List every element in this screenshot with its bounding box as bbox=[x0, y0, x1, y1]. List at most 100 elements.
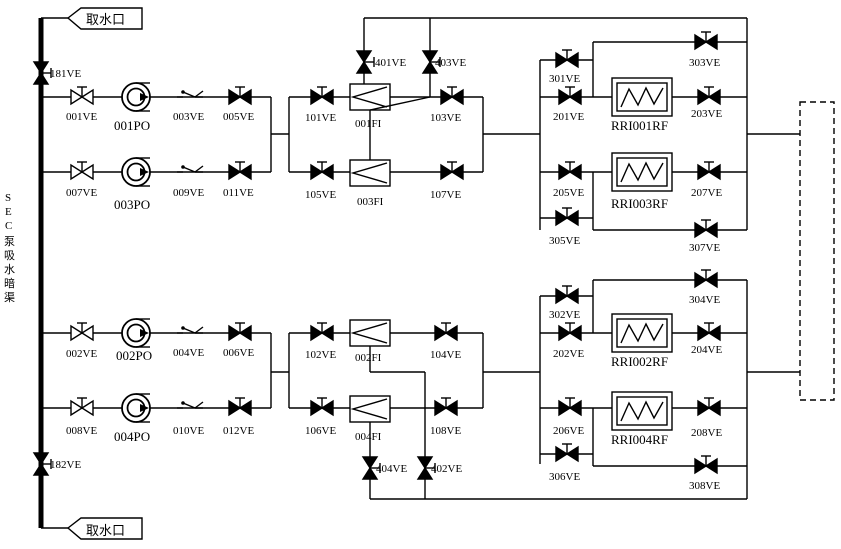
valve-103ve-label: 103VE bbox=[430, 112, 461, 124]
valve-304ve-label: 304VE bbox=[689, 294, 720, 306]
valve-307ve[interactable] bbox=[694, 219, 718, 238]
valve-203ve-label: 203VE bbox=[691, 108, 722, 120]
valve-301ve[interactable] bbox=[555, 49, 579, 68]
pump-001po-label: 001PO bbox=[114, 118, 150, 133]
intake-top-shape bbox=[66, 7, 143, 30]
valve-208ve-label: 208VE bbox=[691, 427, 722, 439]
discharge-box bbox=[799, 101, 835, 401]
valve-102ve[interactable] bbox=[310, 322, 334, 341]
pump-003po-label: 003PO bbox=[114, 197, 150, 212]
pump-003po[interactable] bbox=[121, 157, 151, 187]
valve-012ve[interactable] bbox=[228, 397, 252, 416]
valve-305ve-label: 305VE bbox=[549, 235, 580, 247]
valve-008ve[interactable] bbox=[70, 397, 94, 416]
valve-303ve-label: 303VE bbox=[689, 57, 720, 69]
pump-004po[interactable] bbox=[121, 393, 151, 423]
valve-203ve[interactable] bbox=[697, 86, 721, 105]
valve-104ve-label: 104VE bbox=[430, 349, 461, 361]
valve-001ve[interactable] bbox=[70, 86, 94, 105]
valve-208ve[interactable] bbox=[697, 397, 721, 416]
valve-107ve[interactable] bbox=[440, 161, 464, 180]
valve-181ve[interactable] bbox=[33, 61, 52, 85]
valve-105ve-label: 105VE bbox=[305, 189, 336, 201]
check-valve-010ve bbox=[176, 400, 204, 409]
valve-105ve[interactable] bbox=[310, 161, 334, 180]
heat-exchanger-rri001rf bbox=[611, 77, 673, 117]
svg-text:泵: 泵 bbox=[4, 235, 15, 248]
heat-exchanger-rri004rf-label: RRI004RF bbox=[611, 432, 668, 447]
valve-004ve-label: 004VE bbox=[173, 347, 204, 359]
valve-108ve[interactable] bbox=[434, 397, 458, 416]
valve-202ve[interactable] bbox=[558, 322, 582, 341]
filter-003fi bbox=[349, 159, 391, 187]
valve-002ve-label: 002VE bbox=[66, 348, 97, 360]
valve-006ve[interactable] bbox=[228, 322, 252, 341]
heat-exchanger-rri002rf bbox=[611, 313, 673, 353]
pump-001po[interactable] bbox=[121, 82, 151, 112]
svg-text:E: E bbox=[5, 206, 12, 218]
valve-008ve-label: 008VE bbox=[66, 425, 97, 437]
valve-108ve-label: 108VE bbox=[430, 425, 461, 437]
valve-303ve[interactable] bbox=[694, 31, 718, 50]
valve-204ve[interactable] bbox=[697, 322, 721, 341]
pump-002po-label: 002PO bbox=[116, 348, 152, 363]
valve-101ve-label: 101VE bbox=[305, 112, 336, 124]
valve-002ve[interactable] bbox=[70, 322, 94, 341]
svg-text:水: 水 bbox=[4, 263, 15, 276]
valve-011ve-label: 011VE bbox=[223, 187, 254, 199]
valve-103ve[interactable] bbox=[440, 86, 464, 105]
svg-text:渠: 渠 bbox=[4, 291, 15, 304]
heat-exchanger-rri004rf bbox=[611, 391, 673, 431]
heat-exchanger-rri002rf-label: RRI002RF bbox=[611, 354, 668, 369]
valve-007ve-label: 007VE bbox=[66, 187, 97, 199]
valve-401ve[interactable] bbox=[356, 50, 375, 74]
valve-104ve[interactable] bbox=[434, 322, 458, 341]
valve-308ve[interactable] bbox=[694, 455, 718, 474]
pump-004po-label: 004PO bbox=[114, 429, 150, 444]
valve-001ve-label: 001VE bbox=[66, 111, 97, 123]
valve-207ve[interactable] bbox=[697, 161, 721, 180]
intake-bottom-label: 取水口 bbox=[86, 523, 125, 538]
valve-106ve[interactable] bbox=[310, 397, 334, 416]
valve-302ve-label: 302VE bbox=[549, 309, 580, 321]
heat-exchanger-rri003rf-label: RRI003RF bbox=[611, 196, 668, 211]
valve-007ve[interactable] bbox=[70, 161, 94, 180]
valve-011ve[interactable] bbox=[228, 161, 252, 180]
valve-306ve[interactable] bbox=[555, 443, 579, 462]
valve-201ve-label: 201VE bbox=[553, 111, 584, 123]
valve-402ve-label: 402VE bbox=[431, 463, 462, 475]
valve-302ve[interactable] bbox=[555, 285, 579, 304]
filter-001fi bbox=[349, 83, 391, 111]
valve-010ve-label: 010VE bbox=[173, 425, 204, 437]
filter-002fi bbox=[349, 319, 391, 347]
valve-205ve-label: 205VE bbox=[553, 187, 584, 199]
valve-207ve-label: 207VE bbox=[691, 187, 722, 199]
filter-004fi-label: 004FI bbox=[355, 431, 382, 443]
valve-305ve[interactable] bbox=[555, 207, 579, 226]
svg-text:C: C bbox=[5, 220, 12, 232]
intake-bottom-shape bbox=[66, 517, 143, 540]
svg-text:S: S bbox=[5, 192, 11, 204]
valve-306ve-label: 306VE bbox=[549, 471, 580, 483]
valve-204ve-label: 204VE bbox=[691, 344, 722, 356]
valve-304ve[interactable] bbox=[694, 269, 718, 288]
heat-exchanger-rri003rf bbox=[611, 152, 673, 192]
valve-102ve-label: 102VE bbox=[305, 349, 336, 361]
pump-002po[interactable] bbox=[121, 318, 151, 348]
valve-005ve[interactable] bbox=[228, 86, 252, 105]
filter-004fi bbox=[349, 395, 391, 423]
valve-401ve-label: 401VE bbox=[375, 57, 406, 69]
valve-403ve-label: 403VE bbox=[435, 57, 466, 69]
valve-201ve[interactable] bbox=[558, 86, 582, 105]
valve-182ve[interactable] bbox=[33, 452, 52, 476]
svg-text:吸: 吸 bbox=[4, 250, 15, 262]
valve-206ve-label: 206VE bbox=[553, 425, 584, 437]
valve-206ve[interactable] bbox=[558, 397, 582, 416]
check-valve-009ve bbox=[176, 164, 204, 173]
valve-101ve[interactable] bbox=[310, 86, 334, 105]
valve-182ve-label: 182VE bbox=[50, 459, 81, 471]
valve-205ve[interactable] bbox=[558, 161, 582, 180]
filter-003fi-label: 003FI bbox=[357, 196, 384, 208]
valve-009ve-label: 009VE bbox=[173, 187, 204, 199]
